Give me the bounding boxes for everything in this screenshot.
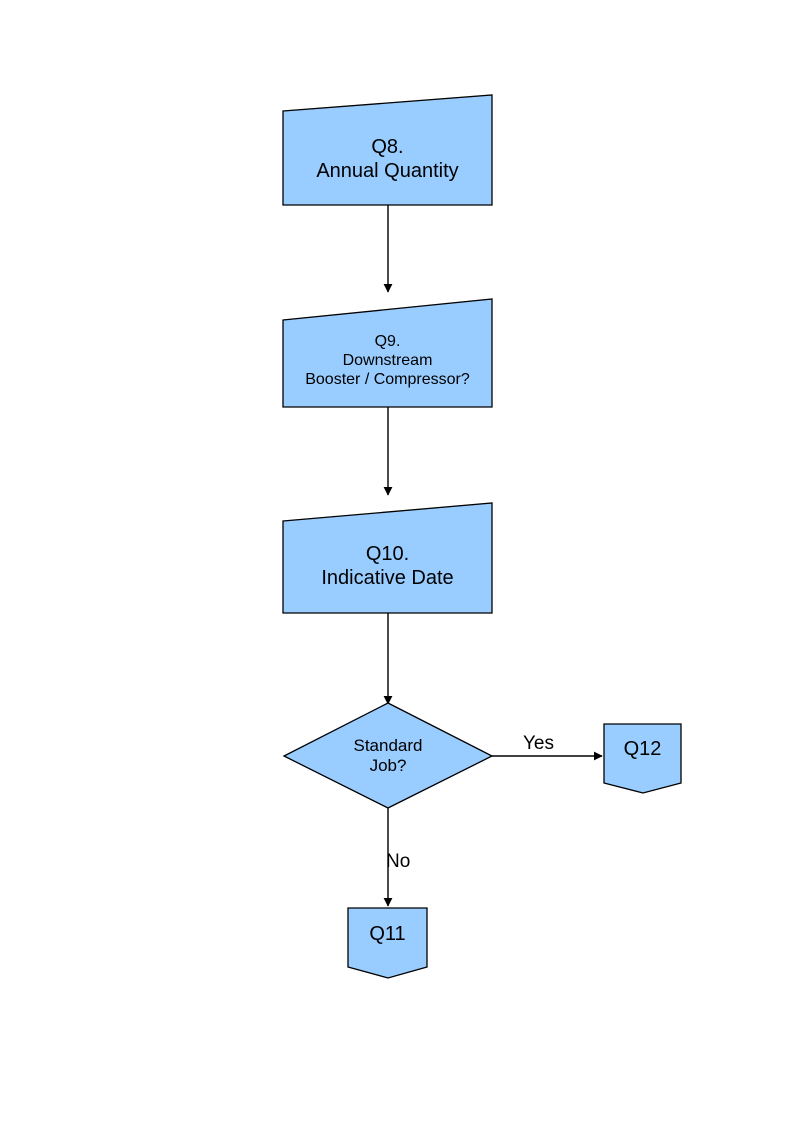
edge-label-yes: Yes [523,733,554,754]
node-shape-q11[interactable] [347,907,428,979]
node-shape-q8[interactable] [282,94,493,206]
node-shape-q10[interactable] [282,502,493,614]
node-shape-decision-standard-job[interactable] [282,702,494,809]
node-shape-q12[interactable] [603,723,682,794]
edge-label-no: No [386,851,411,872]
node-shape-q9[interactable] [282,298,493,408]
